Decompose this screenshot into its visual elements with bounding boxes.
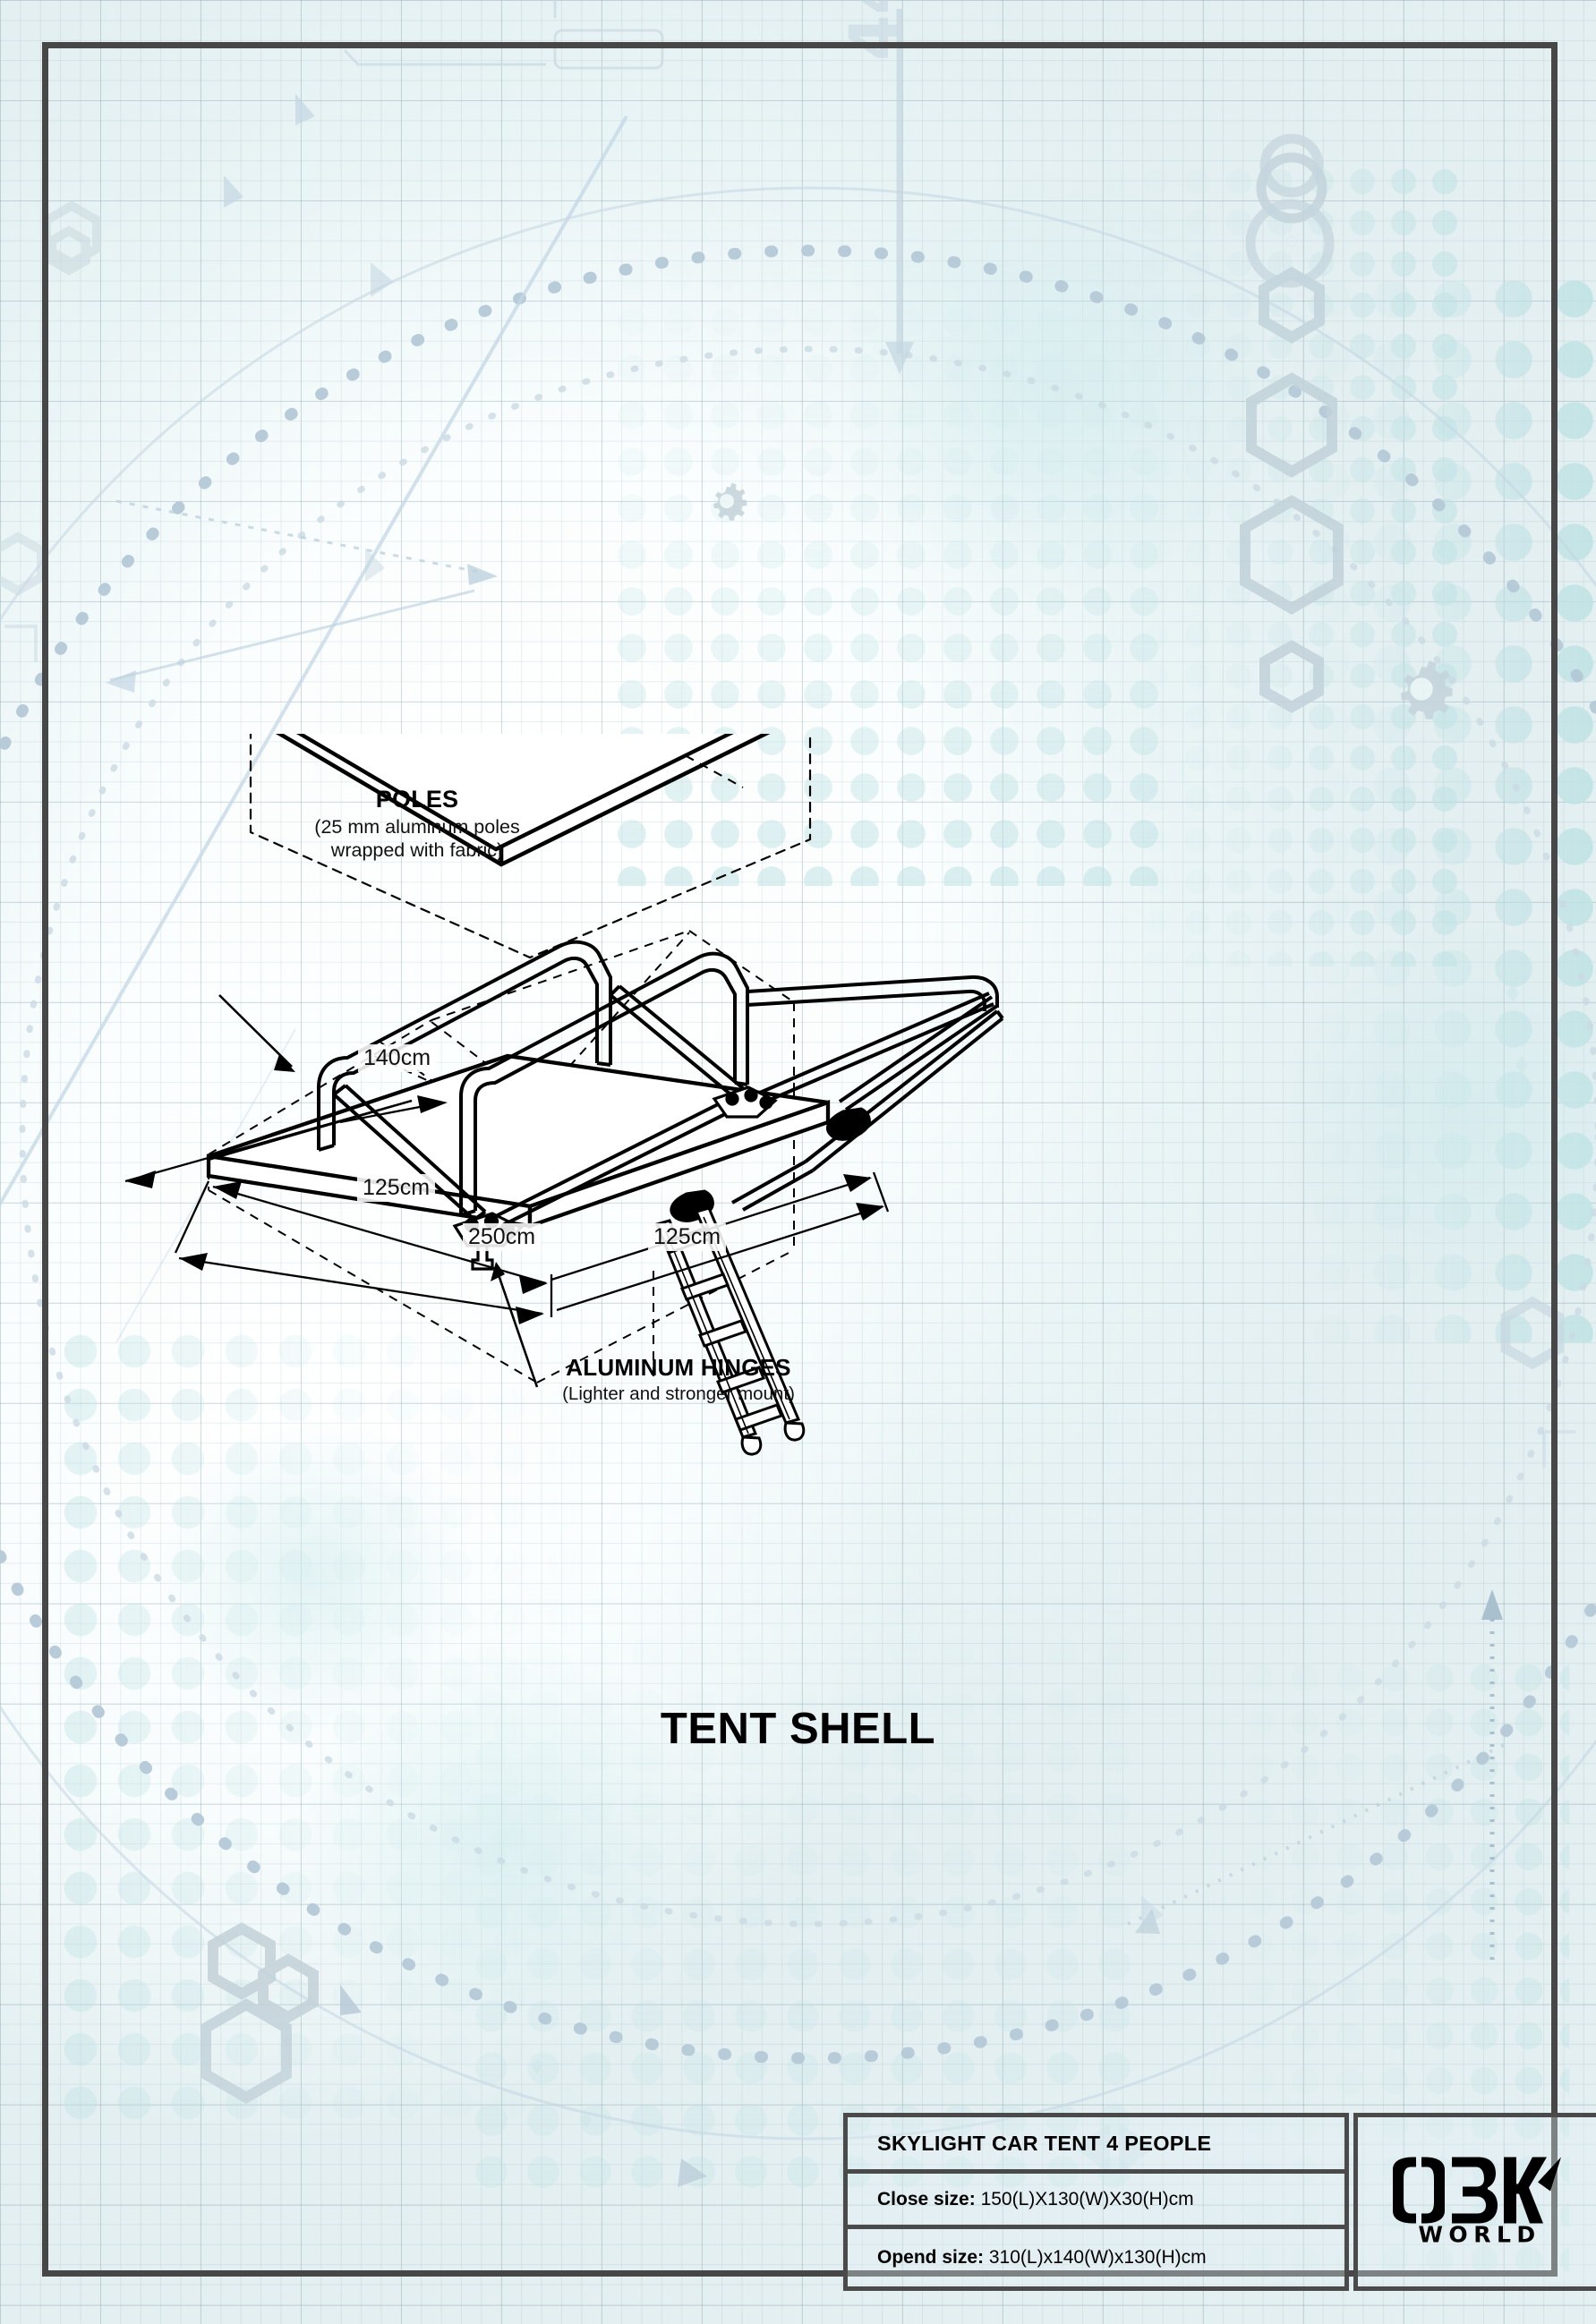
- gear-icon-group: [713, 482, 1453, 719]
- telescopic-ladder: [654, 1206, 806, 1456]
- drawing-title: TENT SHELL: [660, 1705, 936, 1753]
- spec-row-product-title: SKYLIGHT CAR TENT 4 PEOPLE: [848, 2117, 1344, 2174]
- callout-poles-title: POLES: [375, 786, 459, 813]
- dimension-label-140cm: 140cm: [358, 1044, 437, 1072]
- spec-row-opened-size: Opend size: 310(L)x140(W)x130(H)cm: [848, 2229, 1344, 2286]
- callout-hinges-detail: (Lighter and stronger mount): [562, 1383, 795, 1404]
- callout-poles-detail-line1: (25 mm aluminum poles: [314, 816, 520, 838]
- callout-poles-detail: (25 mm aluminum poles wrapped with fabri…: [292, 815, 542, 862]
- aluminum-hinge-mid: [712, 1085, 778, 1119]
- dimension-label-250cm: 250cm: [463, 1223, 542, 1251]
- opened-size-value: 310(L)x140(W)x130(H)cm: [988, 2247, 1207, 2268]
- base-platform-solid: [206, 1053, 831, 1230]
- obk-wordmark-icon: [1393, 2157, 1561, 2223]
- close-size-label: Close size:: [877, 2188, 976, 2209]
- callout-leader-lines: [218, 994, 539, 1388]
- svg-text:44: 44: [836, 0, 913, 61]
- platform: [295, 734, 734, 852]
- brand-logo-cell: WORLD: [1353, 2113, 1596, 2291]
- callout-aluminum-hinges: ALUMINUM HINGES (Lighter and stronger mo…: [508, 1354, 849, 1405]
- dimension-label-125cm-left: 125cm: [357, 1174, 436, 1202]
- callout-poles: POLES (25 mm aluminum poles wrapped with…: [292, 786, 542, 862]
- dimension-label-125cm-right: 125cm: [648, 1223, 727, 1251]
- callout-hinges-title: ALUMINUM HINGES: [566, 1354, 791, 1381]
- brand-logo-subtext: WORLD: [1418, 2221, 1541, 2247]
- tent-assembly: [295, 734, 744, 852]
- brand-logo: WORLD: [1358, 2157, 1596, 2247]
- opened-size-label: Opend size:: [877, 2247, 985, 2268]
- callout-poles-detail-line2: wrapped with fabric): [330, 839, 504, 862]
- poles-group: [317, 940, 1004, 1230]
- product-title: SKYLIGHT CAR TENT 4 PEOPLE: [877, 2131, 1212, 2155]
- title-block: SKYLIGHT CAR TENT 4 PEOPLE Close size: 1…: [843, 2113, 1596, 2291]
- tent-drawing-main: [124, 930, 1004, 1456]
- close-size-value: 150(L)X130(W)X30(H)cm: [980, 2188, 1194, 2209]
- spec-row-close-size: Close size: 150(L)X130(W)X30(H)cm: [848, 2174, 1344, 2229]
- tent-shell-technical-drawing: [116, 734, 1370, 1521]
- spec-table: SKYLIGHT CAR TENT 4 PEOPLE Close size: 1…: [843, 2113, 1349, 2291]
